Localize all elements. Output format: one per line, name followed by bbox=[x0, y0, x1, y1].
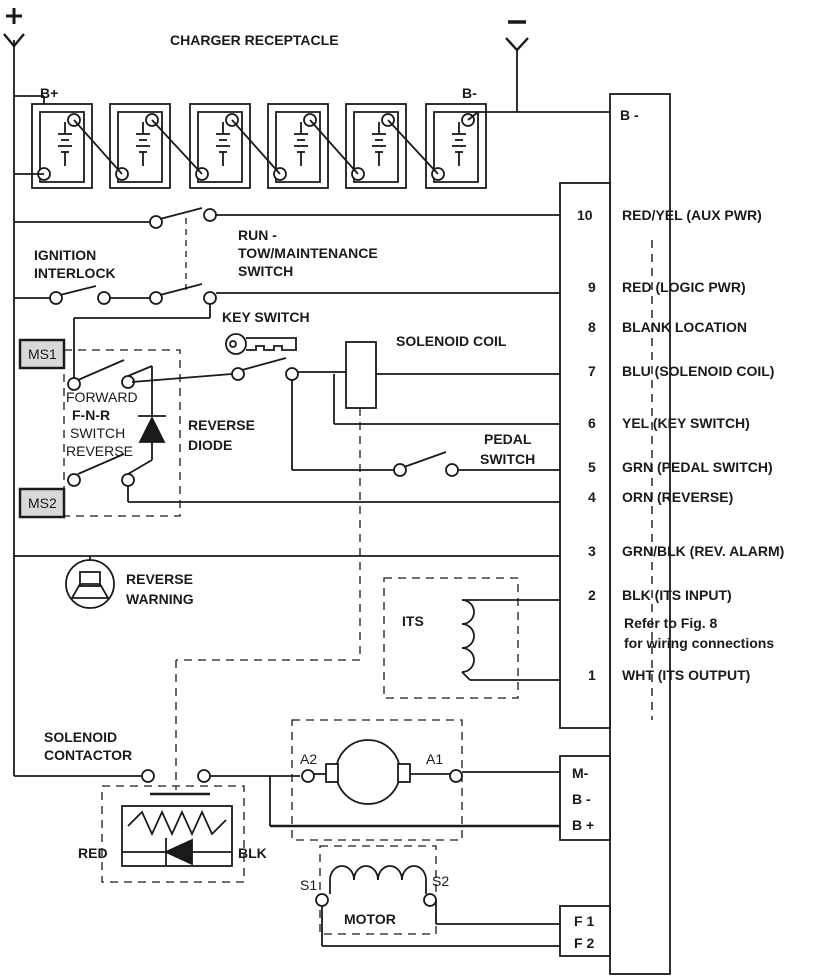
run-tow-label-3: SWITCH bbox=[238, 263, 293, 279]
battery-positive-label: B+ bbox=[40, 85, 58, 101]
pin-number: 7 bbox=[588, 363, 596, 379]
pin-number: 4 bbox=[588, 489, 596, 505]
pin-label: YEL (KEY SWITCH) bbox=[622, 415, 750, 431]
fnr-forward-label: FORWARD bbox=[66, 389, 138, 405]
connector-pin-1: 1 WHT (ITS OUTPUT) bbox=[588, 667, 750, 683]
pin-number: 3 bbox=[588, 543, 596, 559]
fnr-title-label: F-N-R bbox=[72, 407, 110, 423]
motor-terminal-s2: S2 bbox=[432, 873, 449, 889]
pin-label: RED/YEL (AUX PWR) bbox=[622, 207, 762, 223]
pedal-switch-label-2: SWITCH bbox=[480, 451, 535, 467]
reverse-warning-label-1: REVERSE bbox=[126, 571, 193, 587]
pin-number: 8 bbox=[588, 319, 596, 335]
reverse-diode-label-1: REVERSE bbox=[188, 417, 255, 433]
its-label: ITS bbox=[402, 613, 424, 629]
solenoid-contactor-label-1: SOLENOID bbox=[44, 729, 117, 745]
pin-number: 5 bbox=[588, 459, 596, 475]
pin-label: RED (LOGIC PWR) bbox=[622, 279, 746, 295]
refer-note-line1: Refer to Fig. 8 bbox=[624, 615, 718, 631]
marker-ms1: MS1 bbox=[18, 338, 66, 370]
marker-ms2-label: MS2 bbox=[28, 495, 57, 511]
field-terminal-f2: F 2 bbox=[574, 935, 594, 951]
controller-terminal-m-minus: M- bbox=[572, 765, 589, 781]
controller-bminus-label: B - bbox=[620, 107, 639, 123]
controller-terminal-b-plus: B + bbox=[572, 817, 594, 833]
run-tow-label-2: TOW/MAINTENANCE bbox=[238, 245, 378, 261]
battery-negative-label: B- bbox=[462, 85, 477, 101]
connector-pin-6: 6 YEL (KEY SWITCH) bbox=[588, 415, 750, 431]
pin-number: 6 bbox=[588, 415, 596, 431]
solenoid-coil-label: SOLENOID COIL bbox=[396, 333, 507, 349]
key-switch-label: KEY SWITCH bbox=[222, 309, 310, 325]
pin-label: GRN/BLK (REV. ALARM) bbox=[622, 543, 784, 559]
pin-number: 9 bbox=[588, 279, 596, 295]
connector-pin-9: 9 RED (LOGIC PWR) bbox=[588, 279, 746, 295]
pin-label: BLU (SOLENOID COIL) bbox=[622, 363, 774, 379]
connector-pin-7: 7 BLU (SOLENOID COIL) bbox=[588, 363, 774, 379]
red-wire-label: RED bbox=[78, 845, 108, 861]
connector-pin-8: 8 BLANK LOCATION bbox=[588, 319, 747, 335]
connector-pin-10: 10 RED/YEL (AUX PWR) bbox=[577, 207, 762, 223]
connector-pin-5: 5 GRN (PEDAL SWITCH) bbox=[588, 459, 773, 475]
motor-terminal-s1: S1 bbox=[300, 877, 317, 893]
connector-pin-4: 4 ORN (REVERSE) bbox=[588, 489, 733, 505]
run-tow-label-1: RUN - bbox=[238, 227, 277, 243]
pin-label: ORN (REVERSE) bbox=[622, 489, 733, 505]
diagram-title: CHARGER RECEPTACLE bbox=[170, 32, 339, 48]
pin-number: 10 bbox=[577, 207, 593, 223]
pin-number: 2 bbox=[588, 587, 596, 603]
pin-label: WHT (ITS OUTPUT) bbox=[622, 667, 750, 683]
reverse-diode-label-2: DIODE bbox=[188, 437, 232, 453]
controller-terminal-b-minus: B - bbox=[572, 791, 591, 807]
fnr-reverse-label: REVERSE bbox=[66, 443, 133, 459]
field-terminal-f1: F 1 bbox=[574, 913, 594, 929]
solenoid-contactor-label-2: CONTACTOR bbox=[44, 747, 132, 763]
marker-ms1-label: MS1 bbox=[28, 346, 57, 362]
refer-note-line2: for wiring connections bbox=[624, 635, 774, 651]
blk-wire-label: BLK bbox=[238, 845, 267, 861]
connector-pin-3: 3 GRN/BLK (REV. ALARM) bbox=[588, 543, 784, 559]
reverse-warning-label-2: WARNING bbox=[126, 591, 194, 607]
pedal-switch-label-1: PEDAL bbox=[484, 431, 532, 447]
pin-label: GRN (PEDAL SWITCH) bbox=[622, 459, 773, 475]
ignition-label-2: INTERLOCK bbox=[34, 265, 116, 281]
pin-number: 1 bbox=[588, 667, 596, 683]
marker-ms2: MS2 bbox=[18, 487, 66, 519]
motor-terminal-a1: A1 bbox=[426, 751, 443, 767]
connector-pin-2: 2 BLK (ITS INPUT) bbox=[588, 587, 732, 603]
motor-terminal-a2: A2 bbox=[300, 751, 317, 767]
pin-label: BLANK LOCATION bbox=[622, 319, 747, 335]
motor-label: MOTOR bbox=[344, 911, 396, 927]
pin-label: BLK (ITS INPUT) bbox=[622, 587, 732, 603]
ignition-label-1: IGNITION bbox=[34, 247, 96, 263]
fnr-switch-label: SWITCH bbox=[70, 425, 125, 441]
